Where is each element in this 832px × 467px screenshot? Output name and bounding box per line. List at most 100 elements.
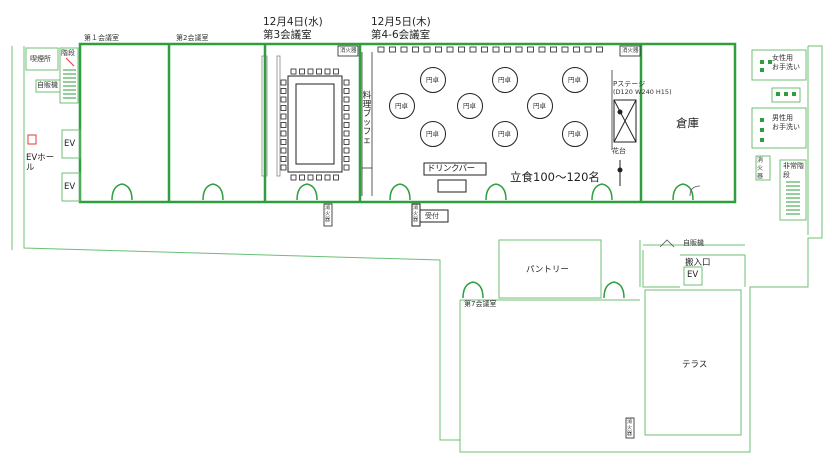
vending-label: 自販機 xyxy=(37,81,58,89)
round-tables xyxy=(389,67,588,147)
chair xyxy=(343,139,350,145)
chair xyxy=(343,88,350,94)
chair xyxy=(343,164,350,171)
fire-ext-label-1: 消火器 xyxy=(340,48,357,54)
round-table-label: 円卓 xyxy=(533,102,546,110)
round-table xyxy=(492,67,518,93)
round-table-label: 円卓 xyxy=(568,130,581,138)
top-wall-chairs xyxy=(377,46,603,53)
round-table xyxy=(389,93,415,119)
fire-ext-right-label: 消火器 xyxy=(757,157,764,180)
small-doors xyxy=(659,185,701,248)
chair xyxy=(527,46,534,53)
ev-label-1: EV xyxy=(64,139,76,149)
chair xyxy=(412,46,419,53)
buffet-label: 料理ブッフェ xyxy=(362,91,372,146)
chair xyxy=(481,46,488,53)
round-table xyxy=(562,121,588,147)
left-stairs-icon xyxy=(63,57,76,99)
chair xyxy=(280,113,287,120)
emergency-stairs-icon xyxy=(786,181,800,215)
chair xyxy=(280,122,287,128)
chair xyxy=(324,68,331,75)
ev-hall-label: EVホール xyxy=(26,153,55,173)
room-walls xyxy=(78,42,737,204)
right-core xyxy=(751,49,807,221)
stage xyxy=(613,99,637,186)
chair xyxy=(333,174,339,181)
chair xyxy=(573,46,580,53)
room7-label: 第7会議室 xyxy=(464,300,497,308)
chair xyxy=(343,147,350,154)
chair xyxy=(561,46,569,53)
chair xyxy=(584,46,592,53)
chair xyxy=(280,139,287,145)
fire-ext-label-3: 消火器 xyxy=(325,205,331,223)
chair xyxy=(343,105,350,111)
chair xyxy=(299,68,305,75)
day1-room: 第3会議室 xyxy=(263,29,312,41)
toilet-fixtures xyxy=(760,60,796,142)
room3-chairs xyxy=(280,68,350,181)
ev-label-2: EV xyxy=(64,182,76,192)
chair xyxy=(343,113,350,120)
chair xyxy=(290,68,297,75)
fire-ext-label-5: 消火器 xyxy=(627,419,633,437)
round-table xyxy=(420,121,446,147)
capacity-label: 立食100～120名 xyxy=(510,170,600,184)
chair xyxy=(596,46,603,53)
flower-stand-label: 花台 xyxy=(612,147,626,155)
chair xyxy=(550,46,557,53)
chair xyxy=(280,164,287,171)
chair xyxy=(280,130,287,137)
round-table-label: 円卓 xyxy=(498,130,511,138)
chair xyxy=(333,68,339,75)
reception-label: 受付 xyxy=(425,212,439,220)
chair xyxy=(492,46,500,53)
chair xyxy=(280,88,287,94)
loading-ev-label: EV xyxy=(687,270,699,280)
mens-restroom-label: 男性用 お手洗い xyxy=(772,114,800,131)
emergency-stairs-label: 非常階段 xyxy=(783,162,804,179)
round-table-label: 円卓 xyxy=(463,102,476,110)
fire-ext-label-4: 消火器 xyxy=(413,205,419,223)
terrace-label: テラス xyxy=(682,360,708,370)
chair xyxy=(343,130,350,137)
stage-dims-label: (D120 W240 H15) xyxy=(613,88,672,96)
chair xyxy=(446,46,454,53)
round-table xyxy=(562,67,588,93)
stage-label: Pステージ xyxy=(613,80,646,88)
chair xyxy=(538,46,546,53)
round-table xyxy=(457,93,483,119)
round-table-label: 円卓 xyxy=(426,76,439,84)
round-table xyxy=(420,67,446,93)
fire-ext-label-2: 消火器 xyxy=(622,48,639,54)
room3-conference-table xyxy=(261,55,343,177)
chair xyxy=(316,68,322,75)
chair xyxy=(316,174,322,181)
partition-lines xyxy=(361,52,613,196)
room2-label: 第2会議室 xyxy=(176,34,209,42)
doors xyxy=(111,183,694,299)
drink-bar-label: ドリンクバー xyxy=(427,164,475,174)
pantry-label: パントリー xyxy=(526,265,569,275)
counters xyxy=(411,162,487,227)
chair xyxy=(458,46,465,53)
round-table-label: 円卓 xyxy=(395,102,408,110)
chair xyxy=(504,46,511,53)
smoking-label: 喫煙所 xyxy=(30,55,51,63)
chair xyxy=(400,46,408,53)
chair xyxy=(469,46,477,53)
fire-extinguishers xyxy=(323,45,641,439)
chair xyxy=(307,174,314,181)
chair xyxy=(280,79,287,86)
day2-date: 12月5日(木) xyxy=(371,16,431,28)
chair xyxy=(307,68,314,75)
vending2-label: 自販機 xyxy=(683,239,704,247)
day2-room: 第4-6会議室 xyxy=(371,29,431,41)
chair xyxy=(290,174,297,181)
round-table xyxy=(492,121,518,147)
chair xyxy=(515,46,523,53)
left-core xyxy=(25,47,81,202)
